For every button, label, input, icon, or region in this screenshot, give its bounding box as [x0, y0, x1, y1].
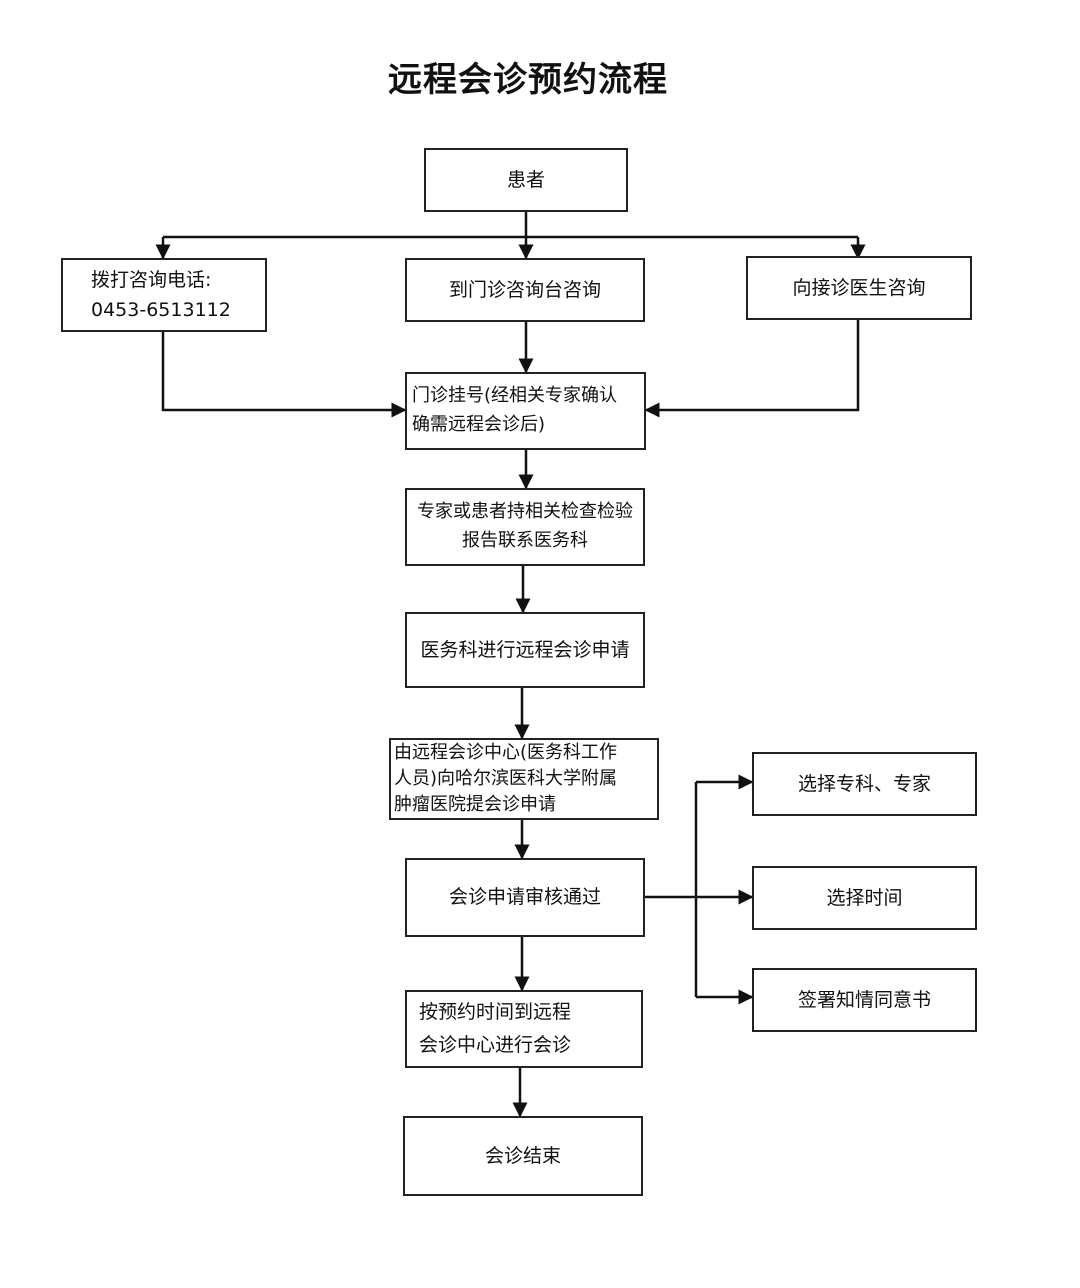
node-approved-label: 会诊申请审核通过 — [448, 886, 601, 909]
node-center-request-line1: 由远程会诊中心(医务科工作 — [394, 741, 618, 763]
node-consent-label: 签署知情同意书 — [797, 988, 931, 1011]
node-center-request-line2: 人员)向哈尔滨医科大学附属 — [394, 767, 618, 789]
node-apply-label: 医务科进行远程会诊申请 — [420, 638, 630, 661]
node-contact-line2: 报告联系医务科 — [462, 530, 588, 551]
node-desk: 到门诊咨询台咨询 — [405, 258, 645, 322]
node-register-line1: 门诊挂号(经相关专家确认 — [412, 385, 618, 407]
node-select-expert: 选择专科、专家 — [752, 752, 977, 816]
node-patient-label: 患者 — [506, 168, 545, 191]
node-patient: 患者 — [424, 148, 628, 212]
node-select-time: 选择时间 — [752, 866, 977, 930]
node-phone-line2: 0453-6513112 — [91, 299, 231, 321]
node-end: 会诊结束 — [403, 1116, 643, 1196]
node-doctor: 向接诊医生咨询 — [746, 256, 972, 320]
node-phone: 拨打咨询电话: 0453-6513112 — [61, 258, 267, 332]
node-doctor-label: 向接诊医生咨询 — [792, 276, 926, 299]
node-select-time-label: 选择时间 — [826, 886, 903, 909]
node-attend: 按预约时间到远程 会诊中心进行会诊 — [405, 990, 643, 1068]
node-center-request-line3: 肿瘤医院提会诊申请 — [394, 794, 556, 816]
node-center-request: 由远程会诊中心(医务科工作 人员)向哈尔滨医科大学附属 肿瘤医院提会诊申请 — [389, 738, 659, 820]
node-contact: 专家或患者持相关检查检验 报告联系医务科 — [405, 488, 645, 566]
node-end-label: 会诊结束 — [484, 1144, 561, 1167]
node-desk-label: 到门诊咨询台咨询 — [448, 278, 601, 301]
page-title: 远程会诊预约流程 — [388, 60, 668, 100]
node-apply: 医务科进行远程会诊申请 — [405, 612, 645, 688]
node-phone-line1: 拨打咨询电话: — [91, 268, 212, 291]
node-select-expert-label: 选择专科、专家 — [797, 772, 931, 795]
node-attend-line1: 按预约时间到远程 — [419, 1000, 572, 1023]
node-contact-line1: 专家或患者持相关检查检验 — [417, 501, 633, 523]
node-register: 门诊挂号(经相关专家确认 确需远程会诊后) — [405, 372, 646, 450]
node-attend-line2: 会诊中心进行会诊 — [419, 1034, 572, 1056]
node-consent: 签署知情同意书 — [752, 968, 977, 1032]
node-register-line2: 确需远程会诊后) — [412, 414, 546, 435]
node-approved: 会诊申请审核通过 — [405, 858, 645, 937]
